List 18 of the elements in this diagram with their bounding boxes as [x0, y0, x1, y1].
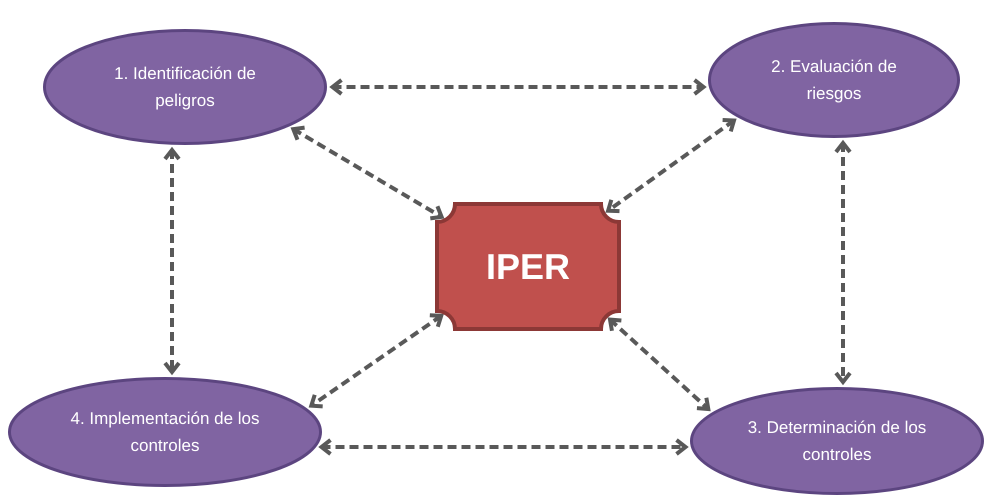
dashed-double-arrow: [608, 318, 710, 411]
step-label: 4. Implementación de los controles: [70, 408, 260, 457]
dashed-double-arrow: [834, 141, 852, 384]
step-label: 3. Determinación de los controles: [746, 416, 928, 466]
step-label: 2. Evaluación de riesgos: [770, 56, 898, 105]
ellipse-node: [690, 387, 984, 495]
dashed-double-arrow: [606, 118, 736, 214]
dashed-double-arrow: [291, 126, 444, 220]
dashed-double-arrow: [320, 438, 688, 456]
ellipse-node: [43, 29, 327, 145]
center-label: IPER: [486, 244, 570, 289]
ellipse-node: [708, 22, 960, 138]
dashed-double-arrow: [309, 313, 444, 408]
dashed-double-arrow: [163, 148, 181, 374]
ellipse-node: [8, 377, 322, 487]
dashed-double-arrow: [330, 78, 706, 96]
step-label: 1. Identificación de peligros: [113, 62, 257, 112]
plaque-node: [437, 204, 619, 329]
